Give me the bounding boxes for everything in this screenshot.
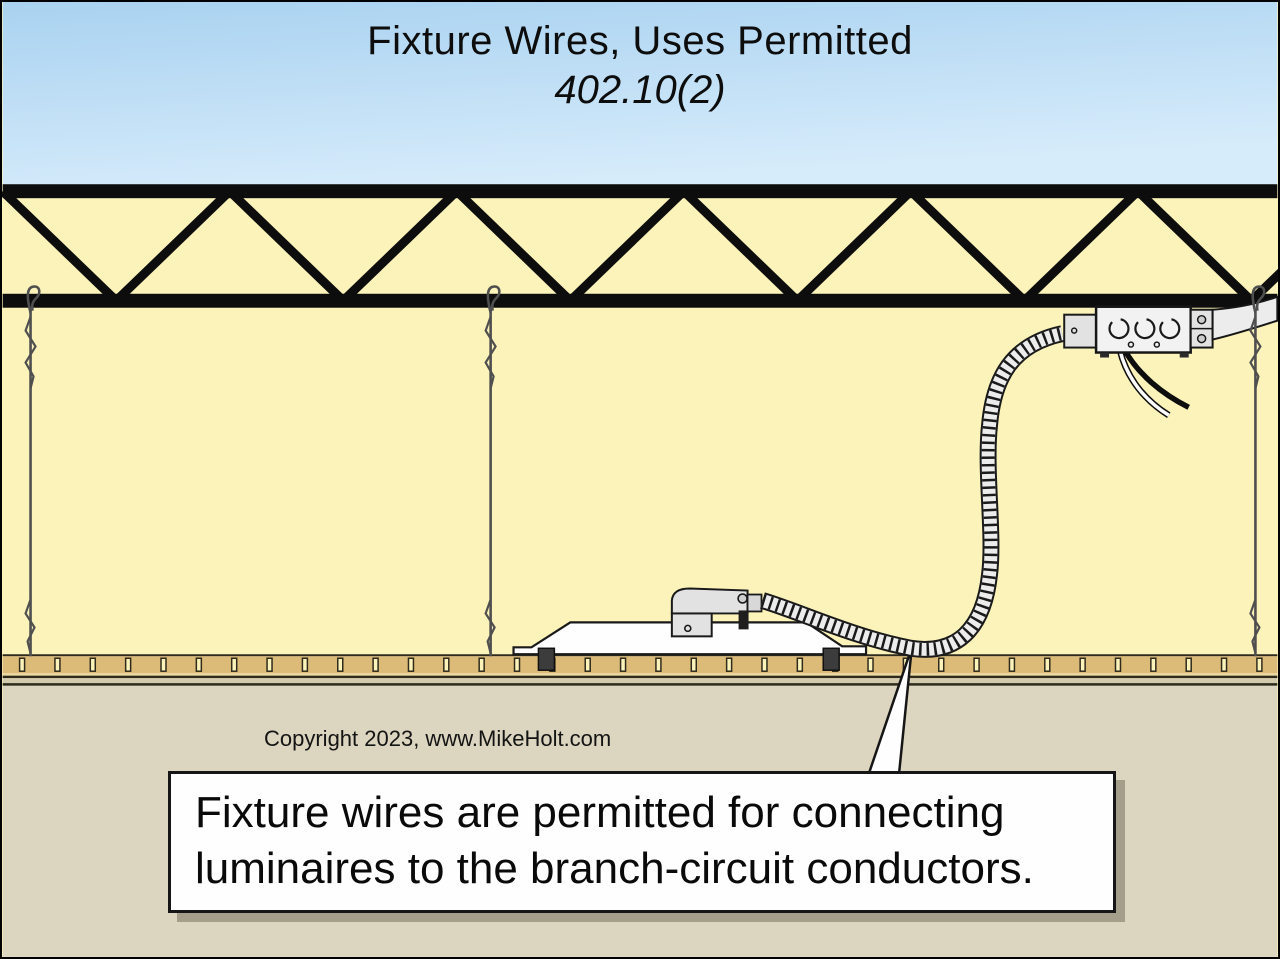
suspended-ceiling-hanger-wires	[24, 285, 1266, 657]
emt-tube	[1211, 295, 1278, 341]
grid-slot	[725, 657, 733, 672]
black-conductor	[1122, 349, 1190, 410]
grid-slot	[584, 657, 591, 672]
truss-web-diagonals	[2, 184, 1278, 307]
truss-bottom-chord	[2, 293, 1278, 308]
grid-slot	[18, 657, 26, 672]
hanger-wire-twist-bottom	[484, 599, 496, 654]
grid-slot	[1079, 657, 1086, 672]
copyright-text: Copyright 2023, www.MikeHolt.com	[264, 726, 612, 751]
hanger-wire	[1249, 285, 1266, 657]
hanger-wire-twist-top	[24, 316, 37, 389]
grid-slot	[160, 657, 167, 672]
luminaire-wiring-channel	[670, 587, 749, 615]
emt-raceway	[1189, 295, 1278, 349]
grid-slot	[195, 657, 203, 672]
branch-circuit-junction-box	[1063, 305, 1192, 358]
grid-slot	[124, 657, 132, 672]
grid-slot	[54, 657, 61, 672]
grid-slot	[867, 657, 874, 672]
hanger-wire-twist-bottom	[24, 599, 36, 654]
hanger-wire-hook	[26, 285, 41, 314]
bar-joist-truss	[2, 184, 1278, 308]
grid-slot	[1185, 657, 1192, 672]
grid-slot	[796, 657, 804, 672]
grid-slot	[372, 657, 379, 672]
truss-zigzag	[2, 184, 1278, 307]
connector-locknut	[737, 593, 748, 604]
hanger-wire-twist-top	[1249, 316, 1262, 389]
hanger-wire-twist-top	[484, 316, 497, 389]
white-conductor	[1118, 350, 1170, 417]
grid-slot	[407, 657, 415, 672]
suspended-ceiling-grid	[2, 654, 1278, 686]
grid-slot	[478, 657, 485, 672]
grid-slot	[337, 657, 344, 672]
grid-slot	[1150, 657, 1157, 672]
callout-text-line1: Fixture wires are permitted for connecti…	[195, 788, 1005, 837]
junction-box-body	[1094, 305, 1192, 354]
knockout-circles	[1108, 318, 1181, 340]
hanger-wire-twist-bottom	[1249, 599, 1261, 654]
flex-connector	[1063, 313, 1098, 349]
grid-slot	[266, 657, 273, 672]
luminaire-channel-leg	[670, 612, 713, 638]
grid-slot	[443, 657, 450, 672]
channel-screw	[684, 624, 692, 633]
grid-clip-left	[537, 647, 556, 671]
branch-circuit-conductors	[1116, 349, 1190, 419]
grid-slot	[938, 657, 945, 672]
sky-background	[2, 2, 1278, 192]
grid-slot	[1256, 657, 1263, 672]
truss-top-chord	[2, 184, 1278, 199]
flexible-metal-conduit	[760, 325, 1065, 658]
page-title: Fixture Wires, Uses Permitted	[367, 19, 913, 63]
hanger-wire	[484, 285, 501, 657]
grid-slot	[761, 657, 768, 672]
hanger-wire-hook	[1251, 285, 1266, 314]
callout-text-line2: luminaires to the branch-circuit conduct…	[195, 844, 1034, 893]
box-screw-hole	[1153, 341, 1161, 348]
grid-slot	[89, 657, 97, 672]
hanger-wire	[24, 285, 41, 657]
grid-slot	[1044, 657, 1051, 672]
grid-slot	[301, 657, 309, 672]
hanger-wire-hook	[486, 285, 501, 314]
grid-clip-right	[822, 647, 840, 671]
luminaire-connector	[746, 593, 763, 613]
box-screw-hole	[1127, 341, 1135, 348]
grid-slot	[655, 657, 662, 672]
grid-slot	[1114, 657, 1122, 672]
grid-slot	[973, 657, 980, 672]
plenum-background	[2, 191, 1278, 660]
code-reference: 402.10(2)	[554, 68, 726, 112]
grid-slot	[1008, 657, 1016, 672]
flex-clamp	[738, 610, 749, 630]
flex-corrugation	[760, 327, 1064, 656]
grid-slot	[230, 657, 238, 672]
grid-slot	[513, 657, 521, 672]
recessed-luminaire	[512, 587, 868, 671]
callout-box: Fixture wires are permitted for connecti…	[168, 771, 1116, 913]
grid-slot	[619, 657, 627, 672]
grid-slot	[690, 657, 698, 672]
title-block: Fixture Wires, Uses Permitted 402.10(2)	[2, 16, 1278, 114]
grid-slot	[1220, 657, 1228, 672]
